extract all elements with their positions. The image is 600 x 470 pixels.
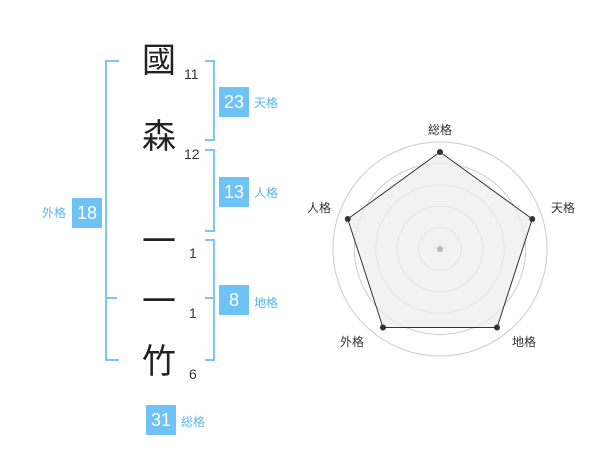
name-char-3: 一	[142, 222, 176, 262]
tenkaku-bracket	[205, 60, 215, 141]
radar-axis-label-1: 総格	[428, 122, 452, 137]
radar-point-3	[494, 324, 501, 331]
radar-center-dot	[437, 246, 443, 252]
radar-point-4	[379, 324, 386, 331]
stroke-count-1: 11	[184, 66, 199, 82]
radar-data-polygon	[347, 151, 533, 328]
name-char-1: 國	[142, 41, 176, 81]
soukaku-label: 総格	[181, 415, 206, 429]
radar-point-5	[344, 216, 351, 223]
radar-ring-5	[332, 141, 548, 357]
radar-axis-label-3: 地格	[512, 334, 536, 349]
gaikaku-value: 18	[72, 198, 102, 228]
radar-axis-label-4: 外格	[340, 334, 364, 349]
gaikaku-bracket	[105, 60, 119, 361]
tenkaku-value: 23	[219, 87, 249, 117]
chikaku-label: 地格	[254, 296, 279, 310]
name-char-4: 一	[142, 282, 176, 322]
jinkaku-bracket	[205, 149, 215, 232]
jinkaku-label: 人格	[254, 186, 279, 200]
gaikaku-label: 外格	[42, 206, 67, 220]
radar-point-2	[529, 216, 536, 223]
radar-axis-label-2: 天格	[551, 200, 575, 215]
tenkaku-label: 天格	[254, 96, 279, 110]
stroke-count-4: 1	[189, 305, 197, 321]
name-char-2: 森	[142, 117, 176, 157]
chikaku-bracket	[205, 239, 215, 361]
soukaku-value: 31	[146, 405, 176, 435]
radar-point-1	[437, 149, 443, 155]
chikaku-bracket-mid-tick	[205, 297, 215, 299]
stroke-count-2: 12	[184, 146, 200, 162]
stroke-count-5: 6	[189, 366, 197, 382]
chikaku-value: 8	[219, 285, 249, 315]
name-char-5: 竹	[142, 342, 176, 382]
radar-axis-label-5: 人格	[307, 200, 331, 215]
jinkaku-value: 13	[219, 177, 249, 207]
gaikaku-bracket-mid-tick	[105, 297, 117, 299]
stroke-count-3: 1	[189, 245, 197, 261]
